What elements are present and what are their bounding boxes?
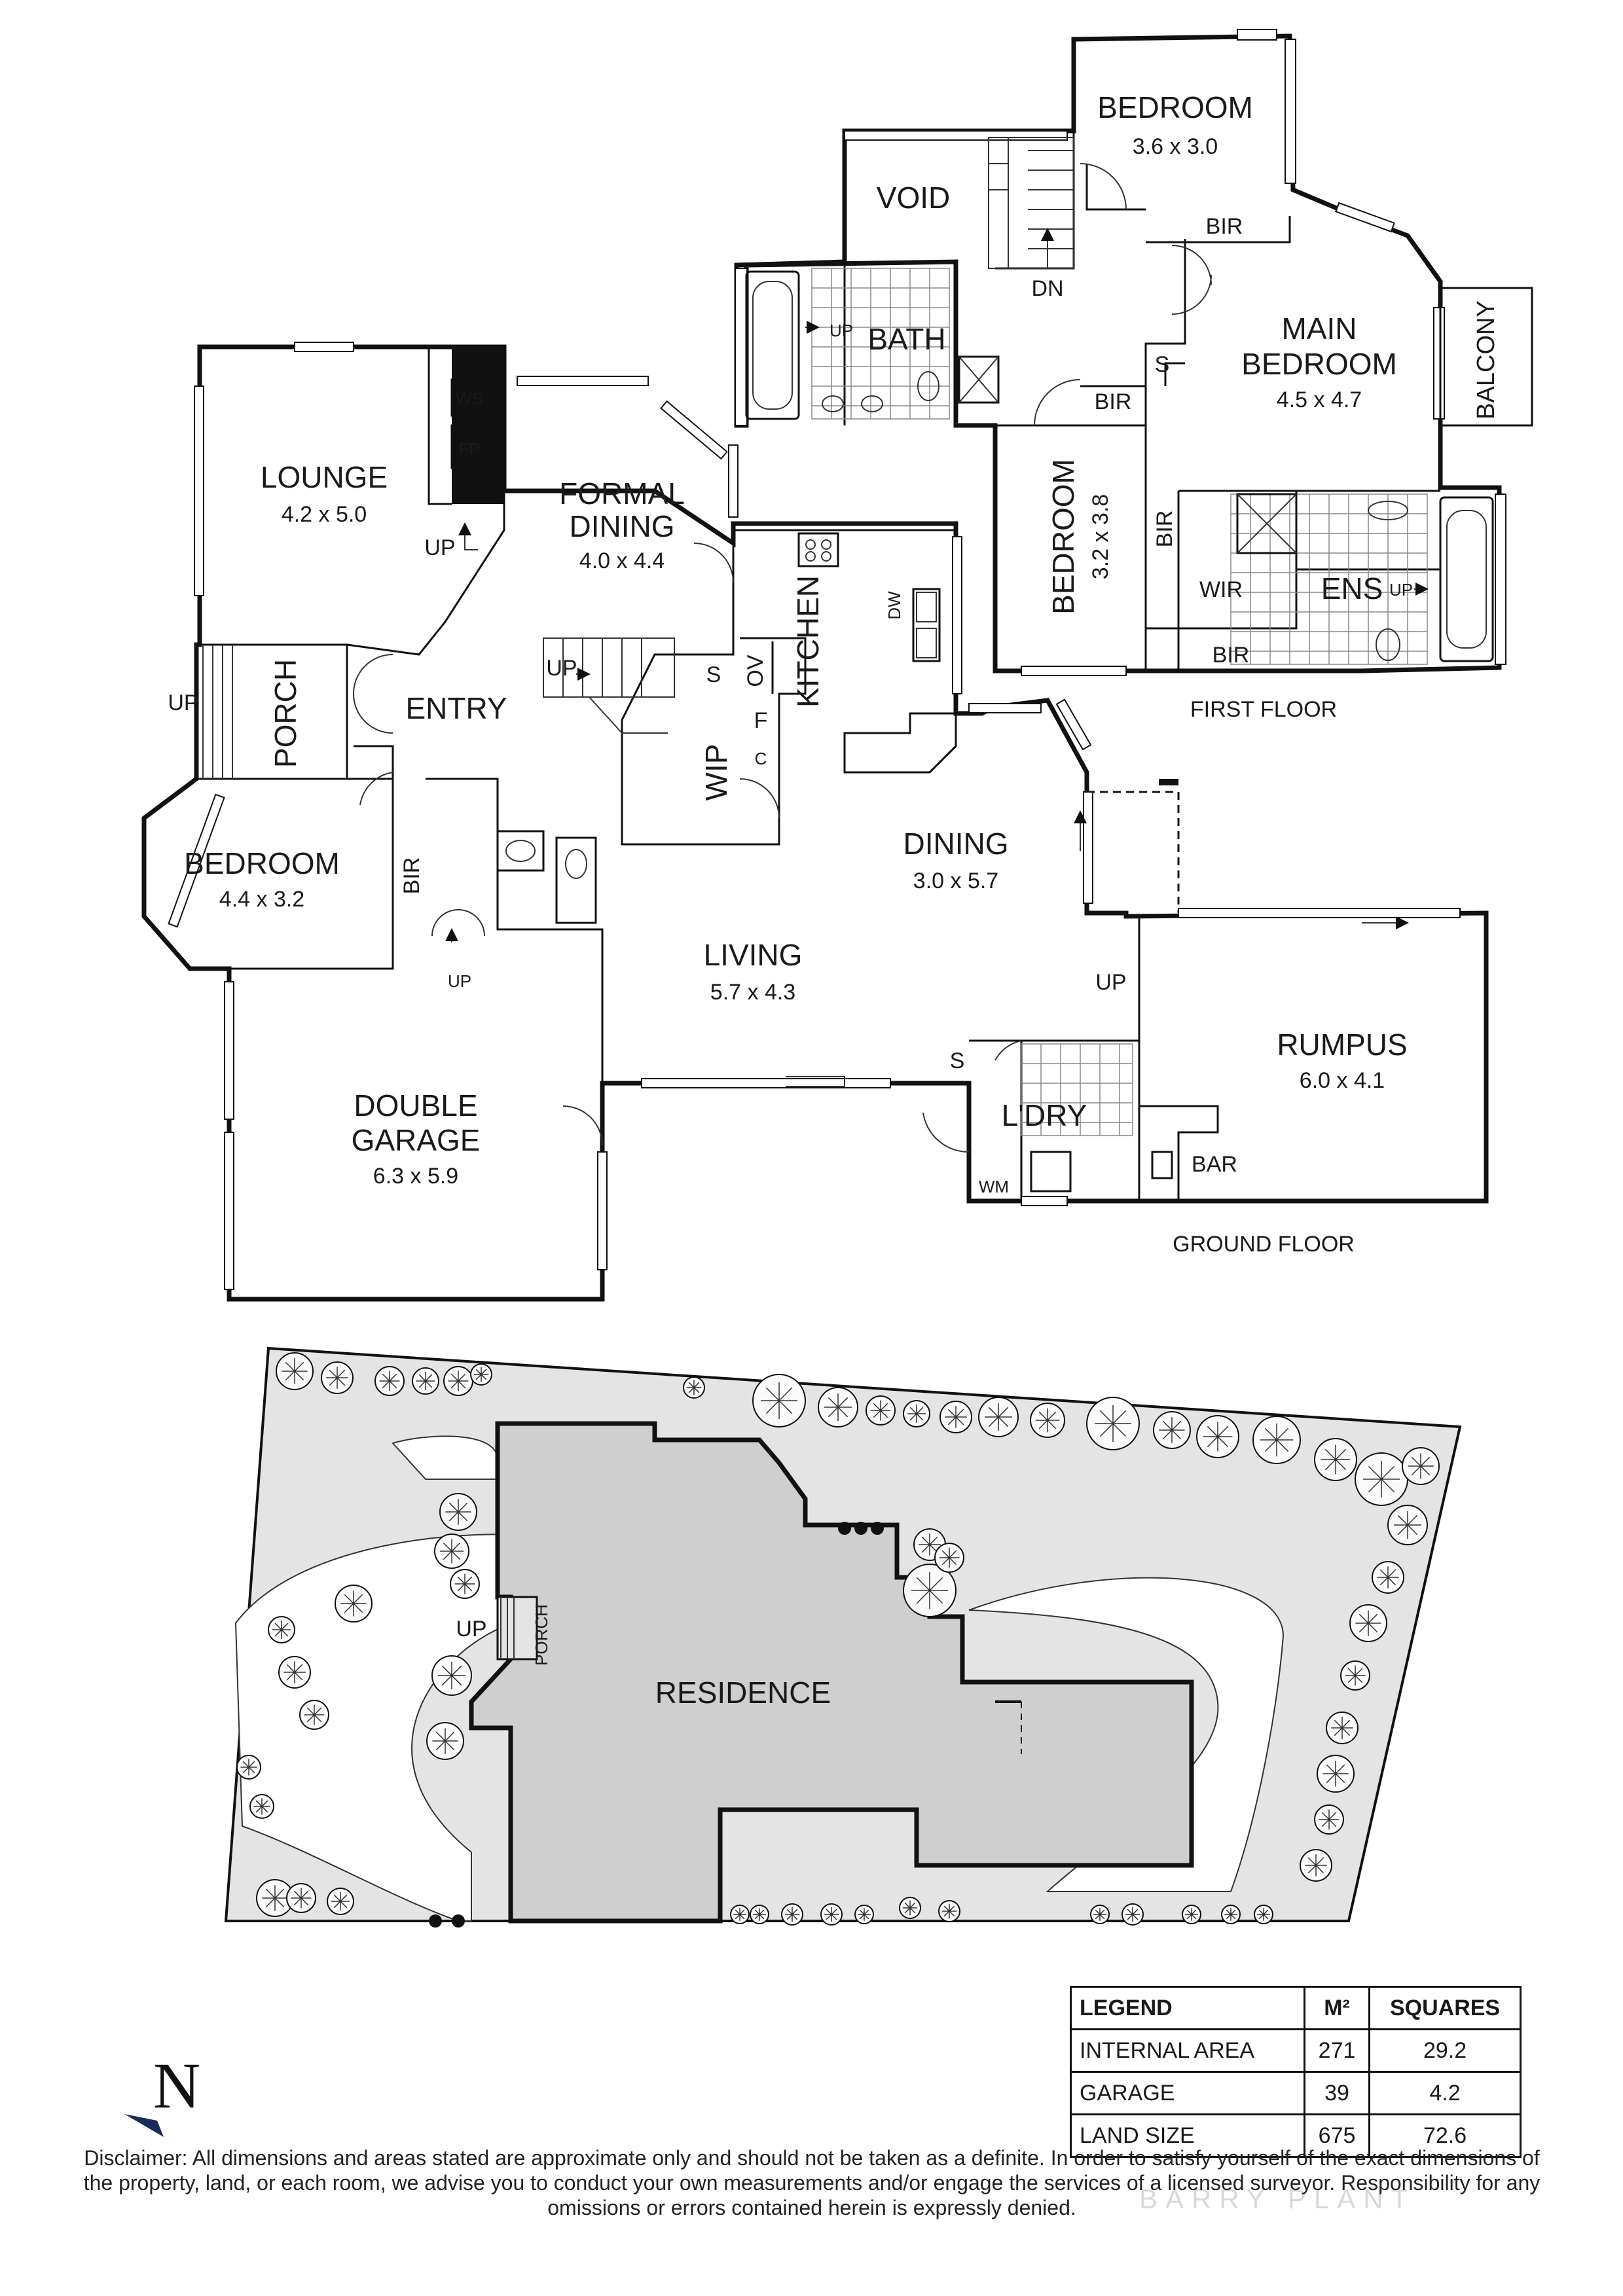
entry-stairs-up-label: UP bbox=[546, 656, 577, 681]
rumpus-up-label: UP bbox=[1095, 970, 1126, 995]
bedroom-mid-size: 3.2 x 3.8 bbox=[1088, 494, 1113, 579]
kitchen-name: KITCHEN bbox=[791, 575, 825, 708]
s-kitchen-label: S bbox=[706, 662, 721, 687]
garage-size: 6.3 x 5.9 bbox=[373, 1164, 458, 1189]
legend-row-m2: 39 bbox=[1303, 2071, 1371, 2115]
legend-row-squares: 72.6 bbox=[1368, 2113, 1522, 2158]
bir-mid-label: BIR bbox=[1095, 389, 1132, 414]
bath-up-label: UP bbox=[830, 321, 853, 340]
s-laundry-label: S bbox=[950, 1049, 965, 1073]
garage-name2: GARAGE bbox=[352, 1123, 481, 1157]
f-label: F bbox=[754, 708, 768, 733]
legend-row-label: INTERNAL AREA bbox=[1070, 2028, 1305, 2073]
balcony-name: BALCONY bbox=[1472, 300, 1500, 420]
bedroom-ground-name: BEDROOM bbox=[184, 846, 340, 880]
dining-name: DINING bbox=[903, 827, 1009, 861]
bedroom-mid-name: BEDROOM bbox=[1046, 459, 1080, 615]
laundry-name: L'DRY bbox=[1002, 1098, 1087, 1132]
bir-side-label: BIR bbox=[1152, 511, 1177, 548]
void-name: VOID bbox=[877, 181, 950, 215]
north-label: N bbox=[153, 2049, 200, 2122]
rumpus-name: RUMPUS bbox=[1277, 1028, 1407, 1062]
site-plan bbox=[224, 1346, 1462, 1924]
legend-row: GARAGE 39 4.2 bbox=[1070, 2071, 1522, 2115]
bedroom-top-size: 3.6 x 3.0 bbox=[1133, 134, 1218, 159]
dining-size: 3.0 x 5.7 bbox=[913, 869, 998, 893]
porch-name: PORCH bbox=[268, 659, 302, 768]
entry-name: ENTRY bbox=[405, 691, 507, 725]
bar-label: BAR bbox=[1192, 1152, 1237, 1177]
bir-ground-label: BIR bbox=[399, 857, 424, 895]
s-top-label: S bbox=[1155, 352, 1170, 377]
ground-floor-plan bbox=[141, 321, 1489, 1302]
stairs-dn-label: DN bbox=[1031, 276, 1063, 301]
ground-floor-title: GROUND FLOOR bbox=[1173, 1232, 1355, 1257]
north-arrow-icon: N bbox=[124, 2049, 200, 2137]
disclaimer-text: Disclaimer: All dimensions and areas sta… bbox=[83, 2146, 1541, 2219]
legend-header-m2: M² bbox=[1303, 1986, 1371, 2030]
legend-row-m2: 675 bbox=[1303, 2113, 1371, 2158]
garage-name1: DOUBLE bbox=[354, 1088, 477, 1122]
first-floor-plan bbox=[734, 29, 1533, 676]
site-up-label: UP bbox=[456, 1617, 486, 1641]
ens-up-label: UP bbox=[1389, 580, 1413, 600]
wir-label: WIR bbox=[1199, 577, 1243, 602]
rumpus-size: 6.0 x 4.1 bbox=[1300, 1068, 1385, 1093]
legend-table: LEGEND M² SQUARES INTERNAL AREA 271 29.2… bbox=[1070, 1986, 1522, 2158]
watermark-logo: BARRY PLANT bbox=[1139, 2183, 1416, 2214]
residence-name: RESIDENCE bbox=[655, 1676, 831, 1710]
formal-dining-name2: DINING bbox=[570, 509, 675, 543]
c-label: C bbox=[755, 749, 767, 768]
ov-label: OV bbox=[743, 655, 768, 687]
bath-name: BATH bbox=[867, 322, 945, 356]
residence-outline bbox=[469, 1421, 1194, 1924]
bedroom-top-name: BEDROOM bbox=[1097, 90, 1253, 124]
main-bedroom-name2: BEDROOM bbox=[1241, 347, 1397, 381]
fp-label: FP bbox=[458, 439, 480, 459]
lounge-size: 4.2 x 5.0 bbox=[282, 502, 367, 527]
porch-up-label: UP bbox=[168, 691, 198, 715]
bedroom-ground-size: 4.4 x 3.2 bbox=[219, 887, 304, 912]
ens-name: ENS bbox=[1321, 571, 1383, 605]
wm-label: WM bbox=[979, 1177, 1009, 1196]
bir-top-label: BIR bbox=[1206, 214, 1243, 239]
legend-row-m2: 271 bbox=[1303, 2028, 1371, 2073]
site-porch-name: PORCH bbox=[532, 1604, 551, 1666]
lounge-name: LOUNGE bbox=[261, 460, 388, 494]
legend-row-label: LAND SIZE bbox=[1070, 2113, 1305, 2158]
legend-row: INTERNAL AREA 271 29.2 bbox=[1070, 2028, 1522, 2073]
legend-row: LAND SIZE 675 72.6 bbox=[1070, 2113, 1522, 2158]
bir-bottom-label: BIR bbox=[1213, 643, 1250, 668]
legend-row-squares: 29.2 bbox=[1368, 2028, 1522, 2073]
legend-row-squares: 4.2 bbox=[1368, 2071, 1522, 2115]
legend-row-label: GARAGE bbox=[1070, 2071, 1305, 2115]
first-floor-title: FIRST FLOOR bbox=[1190, 697, 1337, 722]
wip-name: WIP bbox=[699, 744, 733, 801]
legend-header-squares: SQUARES bbox=[1368, 1986, 1522, 2030]
lounge-up-label: UP bbox=[424, 535, 455, 560]
garage-up-label: UP bbox=[448, 971, 471, 991]
formal-dining-size: 4.0 x 4.4 bbox=[579, 548, 665, 573]
living-size: 5.7 x 4.3 bbox=[710, 980, 795, 1005]
ws-label: WS bbox=[456, 389, 483, 408]
dw-label: DW bbox=[884, 591, 904, 620]
legend-header-row: LEGEND M² SQUARES bbox=[1070, 1986, 1522, 2030]
living-name: LIVING bbox=[704, 938, 803, 972]
formal-dining-name1: FORMAL bbox=[559, 476, 685, 511]
legend-header-label: LEGEND bbox=[1070, 1986, 1305, 2030]
main-bedroom-size: 4.5 x 4.7 bbox=[1277, 387, 1362, 412]
main-bedroom-name1: MAIN bbox=[1282, 312, 1357, 346]
